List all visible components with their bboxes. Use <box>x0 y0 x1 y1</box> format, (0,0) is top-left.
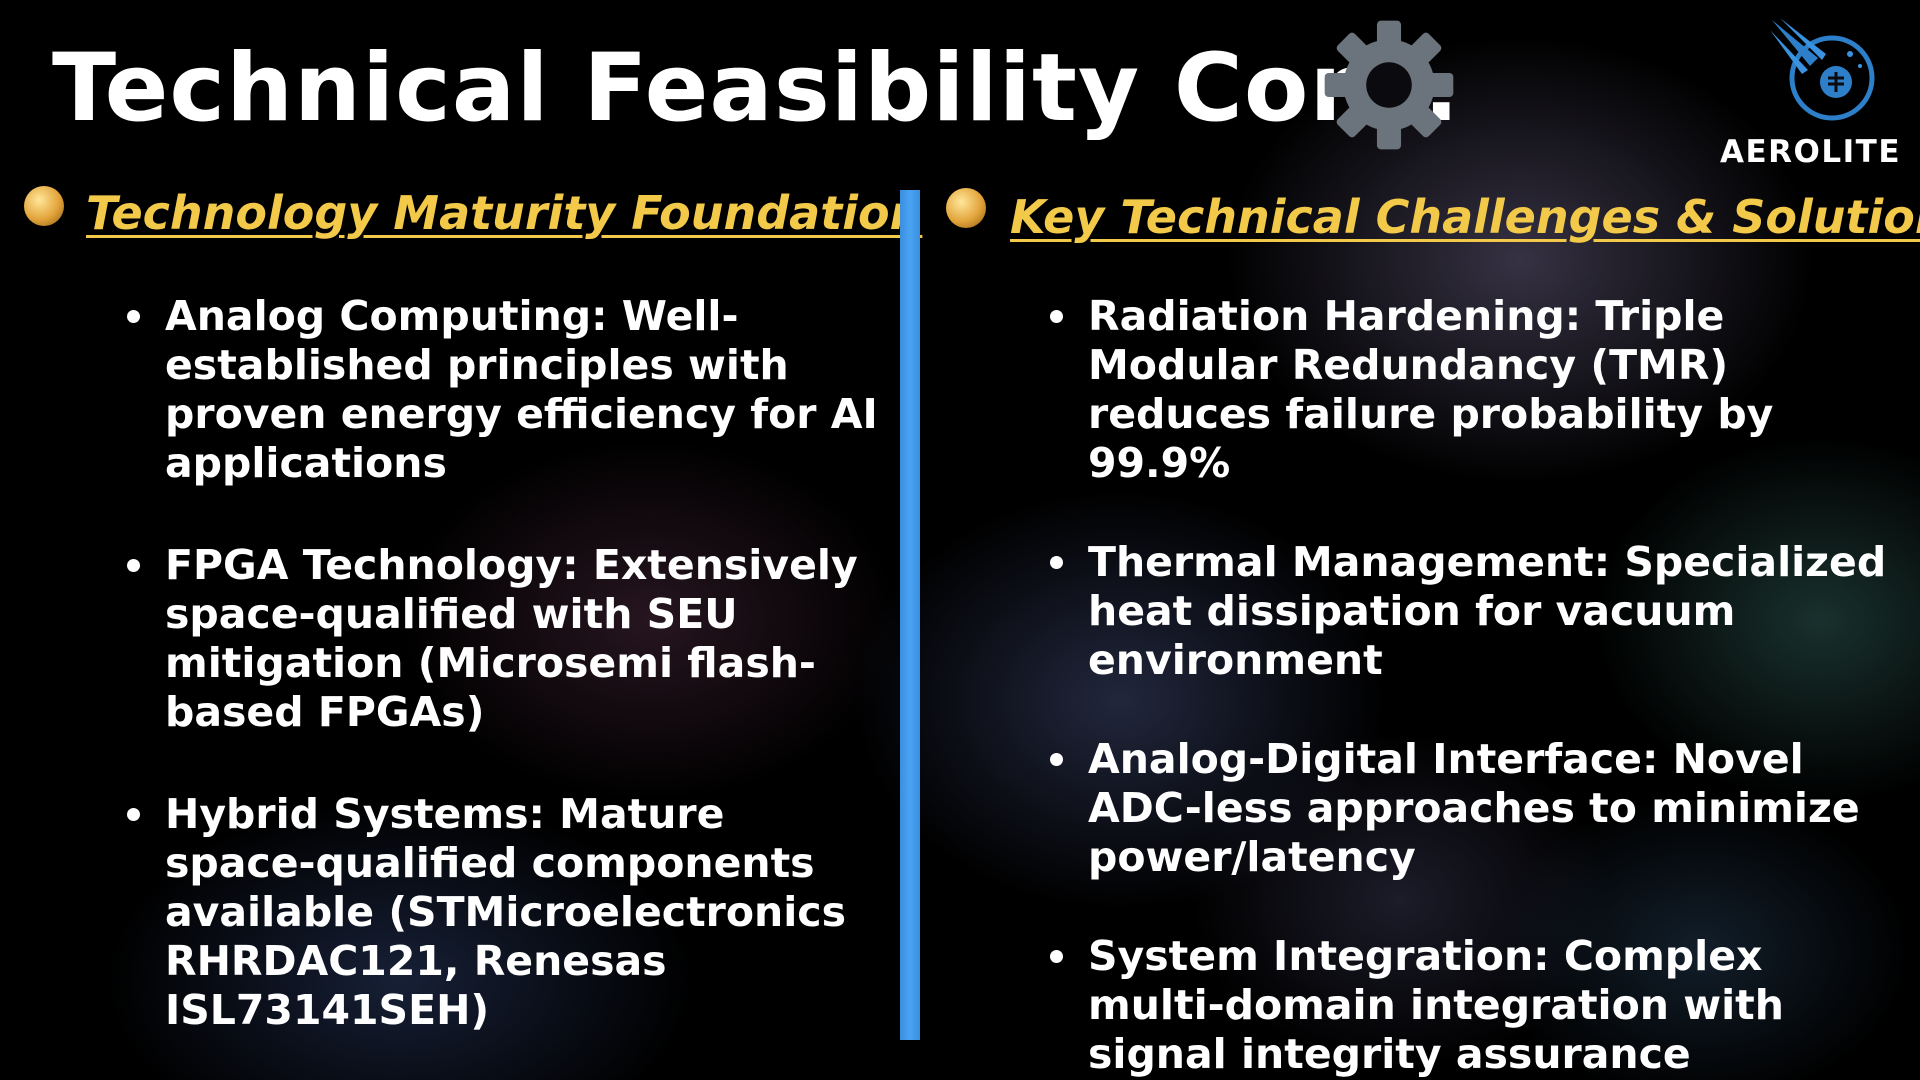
bullet-text: System Integration: Complex multi-domain… <box>1088 932 1784 1078</box>
bullet-dot-icon <box>127 559 140 572</box>
logo-wordmark: AEROLITE <box>1720 134 1902 170</box>
bullet-dot-icon <box>1050 753 1063 766</box>
gold-orb-icon <box>24 186 64 226</box>
gold-orb-icon <box>946 188 986 228</box>
bullet-text: Thermal Management: Specialized heat dis… <box>1088 538 1887 684</box>
right-heading: Key Technical Challenges & Solutions <box>1010 190 1920 244</box>
bullet-text: Analog-Digital Interface: Novel ADC-less… <box>1088 735 1860 881</box>
list-item: Hybrid Systems: Mature space-qualified c… <box>127 790 885 1035</box>
list-item: FPGA Technology: Extensively space-quali… <box>127 541 885 737</box>
list-item: Analog-Digital Interface: Novel ADC-less… <box>1050 735 1888 882</box>
left-heading: Technology Maturity Foundation <box>86 186 923 240</box>
slide-title: Technical Feasibility Cont. <box>52 34 1461 143</box>
bullet-text: Analog Computing: Well-established princ… <box>165 292 878 487</box>
bullet-text: Radiation Hardening: Triple Modular Redu… <box>1088 292 1774 487</box>
bullet-dot-icon <box>1050 556 1063 569</box>
bullet-dot-icon <box>127 808 140 821</box>
bullet-dot-icon <box>1050 950 1063 963</box>
list-item: Analog Computing: Well-established princ… <box>127 292 885 488</box>
aerolite-logo: AEROLITE <box>1720 14 1900 174</box>
column-divider <box>900 190 920 1040</box>
right-bullet-list: Radiation Hardening: Triple Modular Redu… <box>1050 292 1888 1080</box>
bullet-dot-icon <box>127 310 140 323</box>
comet-logo-icon <box>1770 18 1875 121</box>
left-bullet-list: Analog Computing: Well-established princ… <box>127 292 885 1080</box>
list-item: Thermal Management: Specialized heat dis… <box>1050 538 1888 685</box>
bullet-text: FPGA Technology: Extensively space-quali… <box>165 541 858 736</box>
gear-icon <box>1324 20 1454 150</box>
bullet-text: Hybrid Systems: Mature space-qualified c… <box>165 790 847 1034</box>
list-item: System Integration: Complex multi-domain… <box>1050 932 1888 1079</box>
list-item: Radiation Hardening: Triple Modular Redu… <box>1050 292 1888 488</box>
bullet-dot-icon <box>1050 310 1063 323</box>
